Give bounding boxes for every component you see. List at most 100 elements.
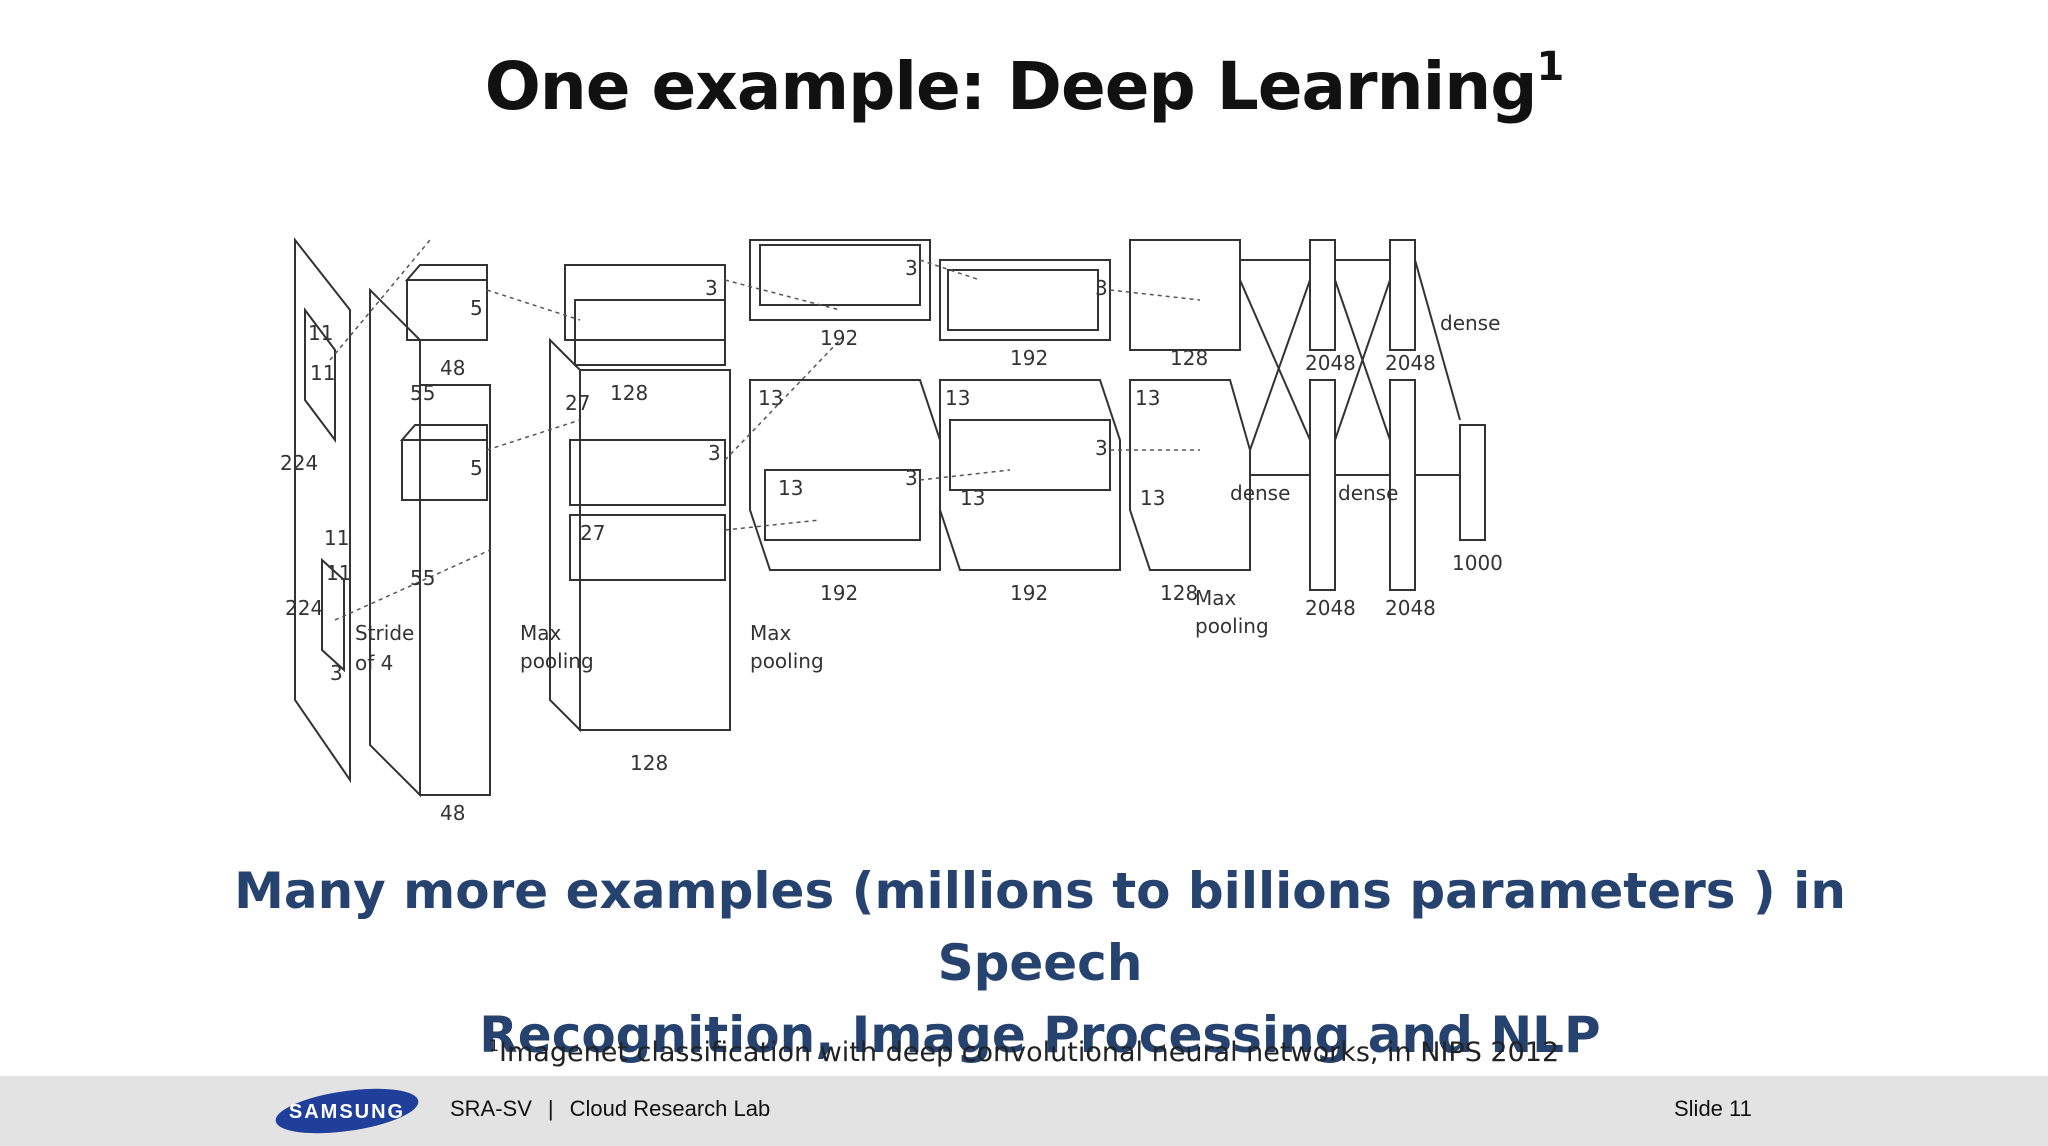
conv5-dim-top: 128: [1170, 346, 1208, 370]
dense2-top: [1389, 239, 1416, 351]
slide-title-superscript: 1: [1536, 44, 1564, 90]
conv2-kernel: 3: [705, 276, 718, 300]
conv3-dim-top: 192: [820, 326, 858, 350]
conv4-top: [939, 259, 1111, 341]
dense-cross: [1334, 279, 1391, 441]
dense-cross: [1414, 259, 1461, 421]
dense-connections: [1239, 259, 1461, 476]
input-kernel-label: 11: [324, 526, 349, 550]
dense1-top: [1309, 239, 1336, 351]
conv4-bottom: [939, 379, 1121, 571]
conv5-spatial2: 13: [1140, 486, 1165, 510]
conv1-dim-bottom: 48: [440, 801, 465, 825]
conv4-dim-top: 192: [1010, 346, 1048, 370]
pool3-label-line2: pooling: [1195, 614, 1269, 638]
footer-separator: |: [547, 1096, 554, 1121]
pool2-label-line1: Max: [750, 621, 792, 645]
slide-subtitle: Many more examples (millions to billions…: [180, 855, 1900, 1071]
footer-org: SRA-SV: [450, 1096, 532, 1121]
subtitle-line1: Many more examples (millions to billions…: [234, 862, 1846, 992]
conv2-top-block2: [574, 299, 726, 366]
conv3-dim-bottom: 192: [820, 581, 858, 605]
dense-bottom-size: 2048: [1385, 596, 1436, 620]
footer-info: SRA-SV | Cloud Research Lab: [450, 1096, 770, 1122]
input-image: [294, 237, 351, 784]
pool2-label-line2: pooling: [750, 649, 824, 673]
conv2-spatial2: 27: [580, 521, 605, 545]
conv4-kernel: 3: [1095, 436, 1108, 460]
connection-lines: [329, 239, 1201, 621]
dash-line: [724, 279, 841, 311]
dash-line: [919, 469, 1011, 481]
output-layer: [1459, 424, 1486, 541]
footnote-text: Imagenet classification with deep convol…: [499, 1037, 1560, 1068]
conv5-spatial: 13: [1135, 386, 1160, 410]
conv4-top-block: [947, 269, 1099, 331]
conv5-bottom: [1129, 379, 1251, 571]
conv2-dim-bottom: 128: [630, 751, 668, 775]
conv2-top-block: [564, 264, 726, 341]
conv3-top: [749, 239, 931, 321]
conv4-bottom-block: [949, 419, 1111, 491]
dense-cross: [1239, 279, 1311, 441]
dash-line: [724, 339, 841, 461]
input-kernel-label: 11: [310, 361, 335, 385]
pool1-label-line1: Max: [520, 621, 562, 645]
conv1-bottom-block-side: [399, 424, 488, 441]
samsung-logo-ellipse: [275, 1088, 419, 1134]
subtitle-line2: Recognition, Image Processing and NLP: [479, 1006, 1601, 1064]
diagram-labels: 224 224 3 11 11 11 11 Stride of 4 48 48 …: [280, 256, 1503, 825]
footnote: 1Imagenet classification with deep convo…: [0, 1036, 2048, 1068]
conv3-spatial2: 13: [778, 476, 803, 500]
footer-lab: Cloud Research Lab: [569, 1096, 771, 1121]
input-size-label: 224: [280, 451, 318, 475]
input-kernel-label: 11: [326, 561, 351, 585]
dense-bottom-size: 2048: [1305, 596, 1356, 620]
output-size: 1000: [1452, 551, 1503, 575]
dense-top-size: 2048: [1305, 351, 1356, 375]
conv3-bottom-block: [764, 469, 921, 541]
slide-title-text: One example: Deep Learning: [484, 48, 1538, 125]
conv1-dim-top: 48: [440, 356, 465, 380]
conv4-spatial: 13: [945, 386, 970, 410]
pool1-label-line2: pooling: [520, 649, 594, 673]
conv3-bottom: [749, 379, 941, 571]
dash-line: [329, 239, 431, 361]
conv3-kernel: 3: [905, 466, 918, 490]
input-channels-label: 3: [330, 661, 343, 685]
conv1-kernel: 5: [470, 456, 483, 480]
conv2-kernel: 3: [708, 441, 721, 465]
conv1-kernel: 5: [470, 296, 483, 320]
slide-number: Slide 11: [1674, 1096, 1752, 1121]
conv2-low-block: [569, 514, 726, 581]
conv2-dim-top: 128: [610, 381, 648, 405]
conv1-top-block-side: [404, 264, 488, 281]
conv5-dim-bottom: 128: [1160, 581, 1198, 605]
input-kernel-label: 11: [308, 321, 333, 345]
dash-line: [919, 259, 981, 281]
conv3-kernel: 3: [905, 256, 918, 280]
conv5-top: [1129, 239, 1241, 351]
dash-line: [724, 519, 821, 531]
input-size2-label: 224: [285, 596, 323, 620]
dense-label: dense: [1440, 311, 1500, 335]
network-layers: [294, 237, 1486, 798]
input-kernel-bottom: [321, 557, 345, 673]
conv1-spatial: 55: [410, 381, 435, 405]
conv2-front: [579, 369, 731, 731]
conv2-mid-block: [569, 439, 726, 506]
dense1-bottom: [1309, 379, 1336, 591]
stride-label: Stride: [355, 621, 414, 645]
alexnet-architecture-diagram: 224 224 3 11 11 11 11 Stride of 4 48 48 …: [280, 237, 1503, 825]
conv4-dim-bottom: 192: [1010, 581, 1048, 605]
dense2-bottom: [1389, 379, 1416, 591]
stride-label-line2: of 4: [355, 651, 393, 675]
conv3-top-block: [759, 244, 921, 306]
dash-line: [486, 419, 581, 451]
conv1-spatial2: 55: [410, 566, 435, 590]
conv2-spatial: 27: [565, 391, 590, 415]
dense-top-size: 2048: [1385, 351, 1436, 375]
conv4-spatial2: 13: [960, 486, 985, 510]
slide-footer: SAMSUNG SRA-SV|Cloud Research Lab Slide …: [0, 1076, 2048, 1146]
dash-line: [486, 289, 581, 321]
